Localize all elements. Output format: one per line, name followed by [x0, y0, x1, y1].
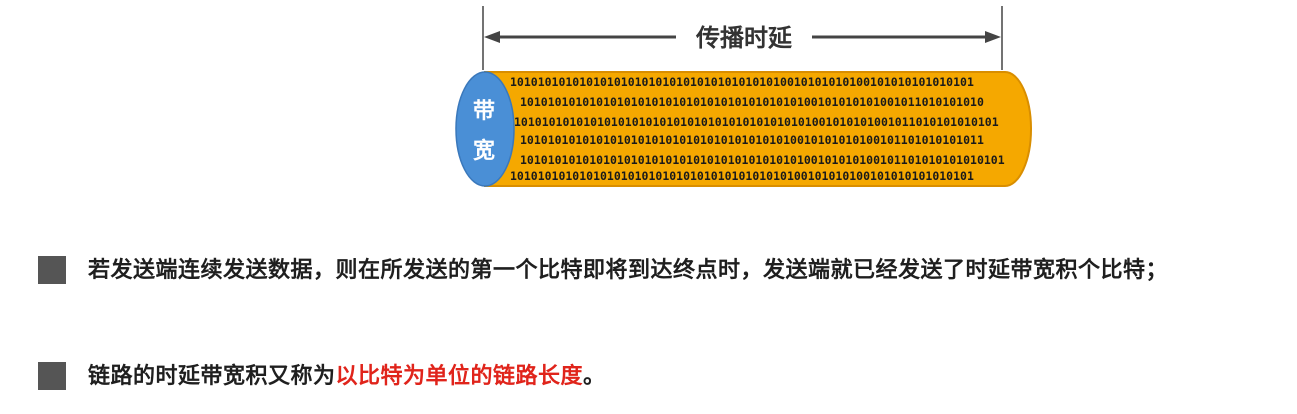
- bullet-square-icon: [38, 256, 66, 284]
- bullet-text-1: 若发送端连续发送数据，则在所发送的第一个比特即将到达终点时，发送端就已经发送了时…: [88, 258, 1169, 283]
- bullet-text-2-normal: 链路的时延带宽积又称为: [88, 364, 336, 389]
- bit-row: 1010101010101010101010101010101010101010…: [514, 115, 999, 129]
- bit-row: 1010101010101010101010101010101010101010…: [520, 133, 984, 147]
- delay-bandwidth-diagram: 传播时延 10101010101010101010101010101010101…: [455, 6, 1032, 187]
- bit-rows: 1010101010101010101010101010101010101010…: [510, 75, 1005, 183]
- propagation-delay-label: 传播时延: [695, 24, 793, 52]
- bit-row: 1010101010101010101010101010101010101010…: [520, 153, 1005, 167]
- bit-row: 1010101010101010101010101010101010101010…: [510, 169, 974, 183]
- bullet-text-2-highlight: 以比特为单位的链路长度: [335, 364, 584, 389]
- bullet-square-icon: [38, 362, 66, 390]
- bullet-text-2: 链路的时延带宽积又称为以比特为单位的链路长度。: [88, 360, 606, 394]
- bandwidth-end-cap: [455, 71, 515, 187]
- bandwidth-label-char-2: 宽: [473, 138, 495, 164]
- arrow-left-head: [484, 31, 500, 43]
- bullet-text-2-end: 。: [583, 364, 606, 389]
- arrow-right-head: [985, 31, 1001, 43]
- bit-row: 1010101010101010101010101010101010101010…: [520, 95, 984, 109]
- bit-row: 1010101010101010101010101010101010101010…: [510, 75, 974, 89]
- link-tube: [484, 71, 1032, 187]
- bullet-item-1: 若发送端连续发送数据，则在所发送的第一个比特即将到达终点时，发送端就已经发送了时…: [38, 254, 1278, 288]
- bandwidth-label-char-1: 带: [473, 99, 495, 124]
- bullet-item-2: 链路的时延带宽积又称为以比特为单位的链路长度。: [38, 360, 1278, 394]
